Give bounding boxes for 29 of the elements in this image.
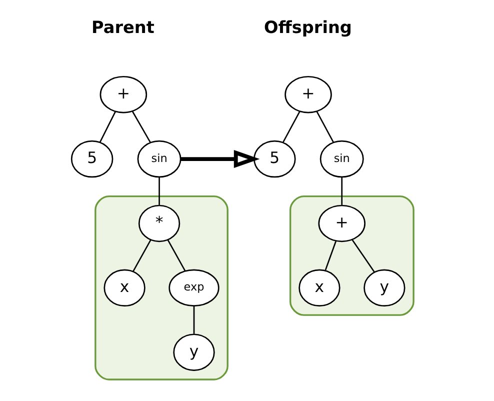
connector	[324, 241, 336, 270]
node-ellipse: y	[173, 334, 215, 371]
cluster	[290, 195, 414, 316]
node-ellipse: exp	[168, 269, 220, 306]
node-ellipse: +	[318, 204, 366, 242]
connector	[341, 177, 343, 205]
node-ellipse: y	[364, 269, 406, 307]
node-ellipse: sin	[320, 140, 364, 178]
connector	[99, 111, 116, 142]
connector	[193, 306, 195, 334]
node-ellipse: 5	[70, 140, 114, 178]
connector	[282, 111, 300, 142]
connector	[316, 111, 334, 142]
node-ellipse: +	[284, 76, 332, 114]
connector	[132, 111, 151, 143]
connector	[158, 177, 160, 205]
node-ellipse: 5	[254, 140, 296, 178]
label: Parent	[92, 17, 154, 38]
connector	[132, 240, 152, 272]
node-ellipse: *	[138, 204, 180, 242]
node-ellipse: x	[298, 269, 340, 307]
connector	[352, 240, 375, 272]
node-ellipse: +	[100, 76, 148, 114]
arrow	[180, 150, 260, 168]
connector	[167, 240, 186, 272]
label: Offspring	[264, 17, 352, 38]
node-ellipse: sin	[137, 140, 182, 178]
cluster	[94, 195, 228, 380]
node-ellipse: x	[104, 269, 146, 307]
